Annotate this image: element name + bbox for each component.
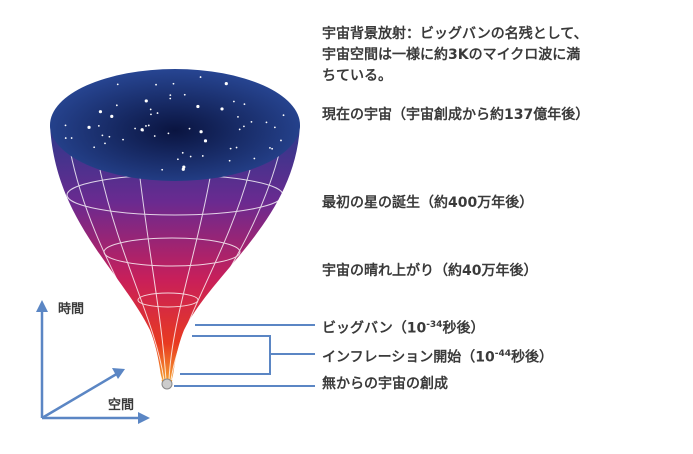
funnel-grid: [66, 149, 284, 381]
star: [169, 97, 172, 100]
first-stars-label: 最初の星の誕生（約400万年後）: [322, 195, 534, 211]
star: [104, 142, 106, 145]
star: [243, 103, 246, 106]
star: [224, 82, 228, 86]
star: [181, 151, 184, 154]
star: [220, 107, 224, 111]
axes: [36, 300, 150, 424]
star: [116, 83, 119, 86]
exponent: -44: [494, 349, 512, 359]
present-universe-label: 現在の宇宙（宇宙創成から約137億年後）: [322, 107, 590, 123]
cmb-line: ちている。: [322, 68, 392, 84]
star: [243, 125, 245, 128]
star: [161, 168, 164, 171]
star: [196, 104, 200, 109]
star: [142, 129, 144, 132]
starry-sky: [50, 69, 300, 181]
clearing-label: 宇宙の晴れ上がり（約40万年後）: [322, 263, 538, 279]
star: [108, 135, 111, 138]
star: [253, 157, 256, 160]
star: [169, 94, 172, 97]
space-axis-label: 空間: [108, 398, 135, 413]
star: [232, 100, 235, 103]
star: [203, 139, 208, 143]
star: [228, 159, 231, 162]
star: [155, 83, 157, 86]
star: [97, 125, 100, 127]
funnel-body: [50, 125, 300, 382]
cmb-line: 宇宙背景放射：ビッグバンの名残として、: [322, 26, 588, 42]
star: [229, 147, 232, 150]
star: [70, 137, 73, 139]
cmb-line: 宇宙空間は一様に約3Kのマイクロ波に満: [322, 47, 581, 63]
star: [282, 114, 285, 117]
star: [147, 124, 150, 127]
label-text: ビッグバン（10: [322, 320, 427, 337]
star: [273, 126, 276, 129]
star: [149, 108, 152, 111]
star: [250, 120, 253, 123]
star: [64, 137, 67, 139]
star: [110, 114, 114, 118]
star: [183, 93, 186, 96]
inflation-label: インフレーション開始（10-44秒後）: [322, 344, 553, 368]
creation-label: 無からの宇宙の創成: [322, 376, 448, 392]
big-bang-label: ビッグバン（10-34秒後）: [322, 315, 484, 339]
cmb-description: 宇宙背景放射：ビッグバンの名残として、 宇宙空間は一様に約3Kのマイクロ波に満 …: [322, 24, 588, 87]
star: [176, 158, 179, 161]
label-text: 秒後）: [511, 349, 554, 366]
star: [280, 139, 282, 142]
star: [172, 82, 175, 85]
star: [189, 155, 192, 158]
star: [145, 125, 147, 127]
star: [122, 138, 124, 141]
star: [150, 113, 152, 116]
star: [181, 167, 185, 171]
star: [144, 99, 148, 103]
label-text: インフレーション開始（10: [322, 349, 495, 366]
star: [167, 132, 170, 135]
star: [237, 115, 239, 118]
star: [199, 130, 203, 134]
star: [64, 124, 67, 127]
star: [269, 146, 271, 149]
star: [235, 146, 238, 149]
leader-lines: [174, 324, 315, 387]
star: [87, 125, 91, 129]
star: [93, 146, 96, 149]
star: [156, 112, 159, 114]
exponent: -34: [426, 320, 443, 330]
star: [134, 127, 136, 130]
star: [238, 128, 241, 131]
time-axis-label: 時間: [58, 302, 85, 317]
star: [201, 155, 204, 157]
star: [188, 127, 191, 130]
star: [265, 121, 268, 124]
star: [115, 104, 118, 107]
star: [153, 135, 156, 137]
label-text: 秒後）: [442, 320, 485, 337]
origin-point: [161, 378, 173, 390]
star: [199, 76, 202, 78]
stars: [64, 76, 285, 171]
star: [101, 134, 104, 137]
star: [98, 110, 103, 114]
star: [271, 147, 274, 150]
